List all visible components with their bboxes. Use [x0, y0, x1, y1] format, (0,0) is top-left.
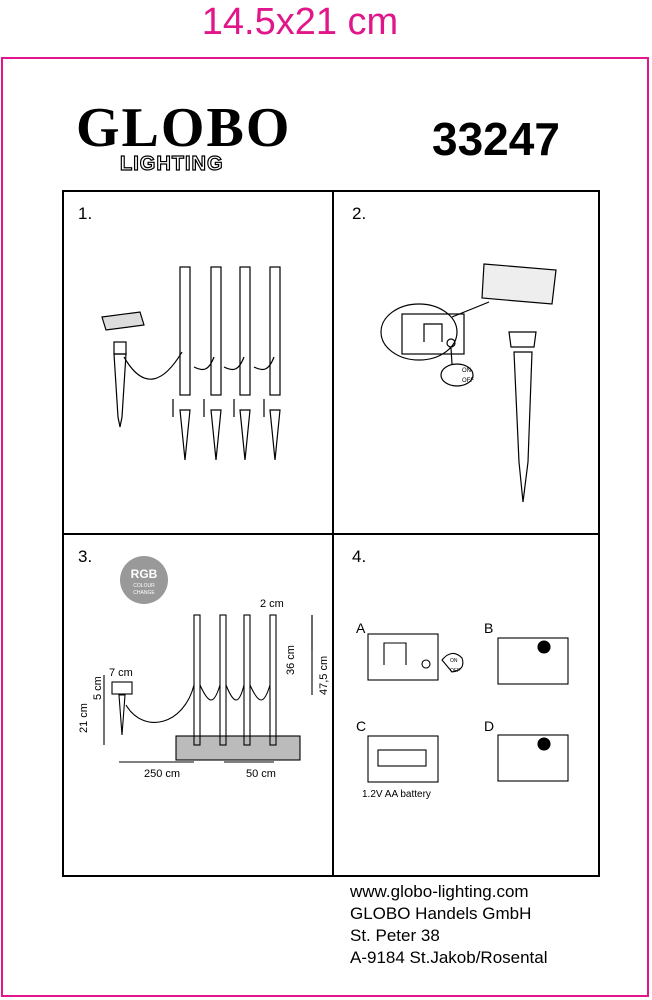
- city: A-9184 St.Jakob/Rosental: [350, 948, 548, 967]
- switch-off-label: OFF: [450, 668, 460, 674]
- step-number: 2.: [352, 204, 367, 223]
- battery-icon: [377, 749, 427, 767]
- switch-plate: [367, 633, 439, 681]
- step-4-panel: 4. A B C D ON OFF 1.2V AA battery: [334, 535, 600, 877]
- dim-tube-width: 2 cm: [260, 598, 284, 610]
- label-b: B: [484, 620, 493, 636]
- globo-logo: GLOBO LIGHTING: [76, 97, 316, 178]
- company-name: GLOBO Handels GmbH: [350, 904, 532, 923]
- step-2-panel: 2. ON OFF: [334, 192, 600, 533]
- step-1-panel: 1.: [64, 192, 332, 533]
- step-2-illustration: ON OFF: [380, 263, 557, 503]
- step-1-illustration: [101, 266, 281, 461]
- svg-text:RGB: RGB: [131, 567, 158, 581]
- tube-lights: [179, 266, 281, 396]
- solar-panel-icon: [111, 681, 133, 695]
- switch-off-label: OFF: [462, 378, 474, 384]
- switch-detail: [380, 303, 458, 361]
- spike-stakes: [172, 399, 281, 461]
- dim-total-height: 47,5 cm: [318, 656, 330, 695]
- logo-subtext: LIGHTING: [119, 152, 224, 175]
- dim-panel-width: 7 cm: [109, 667, 133, 679]
- label-a: A: [356, 620, 366, 636]
- divider: [64, 533, 598, 535]
- page-frame: [1, 57, 649, 997]
- website-link[interactable]: www.globo-lighting.com: [350, 882, 529, 901]
- instruction-grid: 1. 2. ON OFF: [62, 190, 600, 877]
- step-3-panel: 3. RGB COLOUR CHANGE 2 cm 36 cm 47,5 cm …: [64, 535, 332, 877]
- switch-on-label: ON: [450, 658, 458, 664]
- step-3-illustration: RGB COLOUR CHANGE 2 cm 36 cm 47,5 cm 7 c…: [78, 556, 330, 780]
- footer-address: www.globo-lighting.com GLOBO Handels Gmb…: [350, 881, 548, 969]
- model-number: 33247: [432, 113, 560, 165]
- switch-on-label: ON: [462, 368, 471, 374]
- battery-compartment: [367, 735, 439, 783]
- svg-text:COLOUR: COLOUR: [133, 583, 155, 589]
- street: St. Peter 38: [350, 926, 440, 945]
- step-number: 3.: [78, 547, 93, 566]
- dim-spacing: 50 cm: [246, 768, 276, 780]
- label-c: C: [356, 718, 366, 734]
- dim-cable: 250 cm: [144, 768, 180, 780]
- page-size-label: 14.5x21 cm: [201, 1, 399, 43]
- back-plate-d: [497, 734, 569, 782]
- label-d: D: [484, 718, 494, 734]
- dim-stake-height: 21 cm: [78, 703, 90, 733]
- step-number: 4.: [352, 547, 367, 566]
- solar-panel-icon: [481, 263, 557, 305]
- logo-text: GLOBO: [76, 97, 292, 159]
- light-head-icon: [508, 331, 537, 348]
- rgb-badge: RGB COLOUR CHANGE: [120, 556, 168, 604]
- back-plate-b: [497, 637, 569, 685]
- battery-label: 1.2V AA battery: [362, 789, 431, 800]
- step-number: 1.: [78, 204, 93, 223]
- solar-panel-icon: [101, 311, 145, 331]
- dim-panel-height: 5 cm: [92, 676, 104, 700]
- step-4-illustration: A B C D ON OFF 1.2V AA battery: [356, 620, 569, 800]
- svg-text:CHANGE: CHANGE: [133, 590, 155, 596]
- stake-icon: [113, 341, 127, 428]
- dim-tube-height: 36 cm: [285, 645, 297, 675]
